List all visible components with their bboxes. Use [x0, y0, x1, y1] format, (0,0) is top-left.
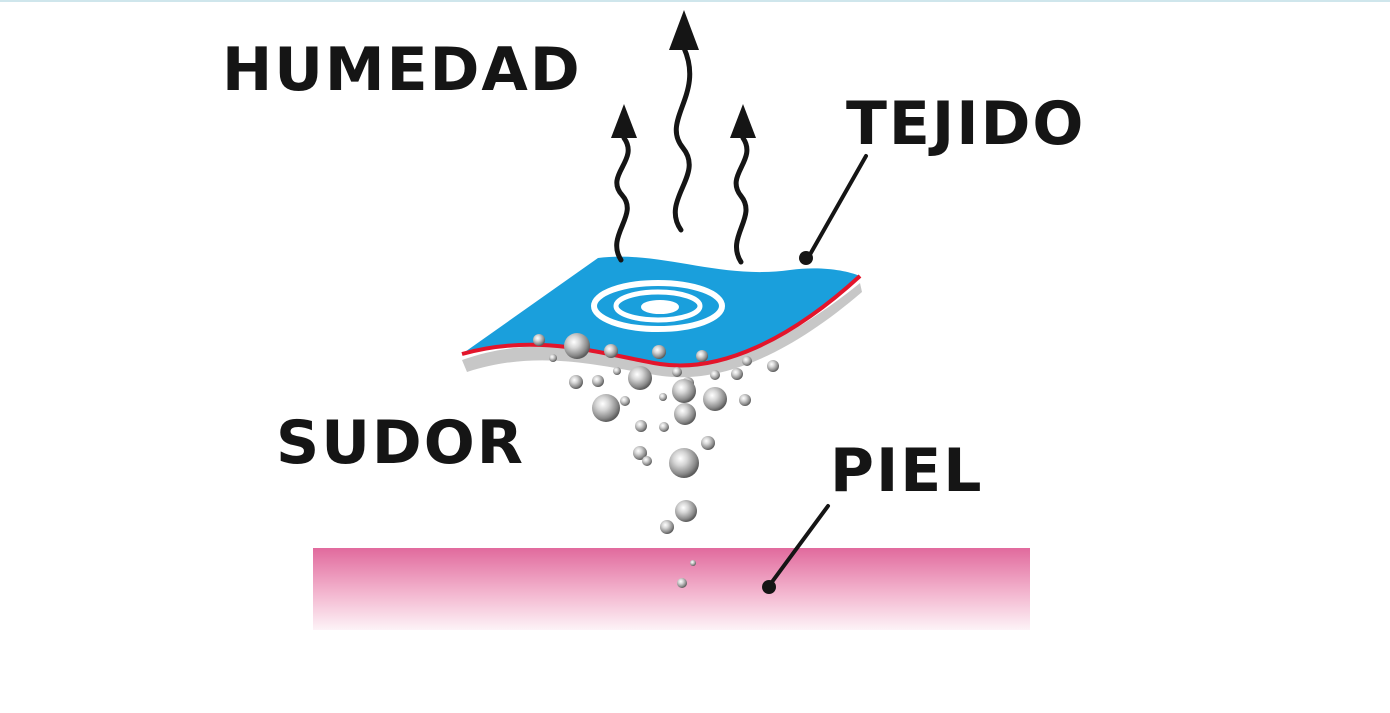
label-piel: PIEL — [830, 436, 984, 506]
droplet — [628, 366, 652, 390]
droplet — [564, 333, 590, 359]
droplet — [675, 500, 697, 522]
droplet — [701, 436, 715, 450]
droplet — [592, 394, 620, 422]
arrowheads — [611, 10, 756, 138]
droplet — [696, 350, 708, 362]
droplet — [672, 367, 682, 377]
droplet — [660, 520, 674, 534]
droplet — [710, 370, 720, 380]
vapor-arrow-left — [614, 135, 631, 263]
leader-dot-skin — [762, 580, 776, 594]
droplet — [642, 456, 652, 466]
leader-line-fabric — [806, 154, 868, 260]
droplet — [690, 560, 696, 566]
droplet — [672, 379, 696, 403]
droplet — [659, 422, 669, 432]
vapor-arrows — [614, 45, 750, 265]
droplet — [549, 354, 557, 362]
top-rule — [0, 0, 1390, 2]
droplet — [669, 448, 699, 478]
label-humedad: HUMEDAD — [222, 35, 582, 105]
label-sudor: SUDOR — [276, 408, 525, 478]
droplet — [652, 345, 666, 359]
leader-dot-fabric — [799, 251, 813, 265]
fabric-shadow — [462, 283, 862, 378]
leader-lines — [767, 154, 868, 588]
droplet — [592, 375, 604, 387]
fabric-edge — [461, 274, 862, 368]
droplet — [659, 393, 667, 401]
droplet — [739, 394, 751, 406]
leader-line-skin — [767, 504, 830, 588]
ripple-rings — [591, 280, 725, 332]
droplet — [604, 344, 618, 358]
skin-layer — [313, 548, 1030, 630]
vapor-arrow-right — [733, 135, 750, 265]
droplet — [742, 356, 752, 366]
droplet — [633, 446, 647, 460]
leader-dots — [762, 251, 813, 594]
droplet — [620, 396, 630, 406]
sweat-droplets — [533, 333, 779, 588]
arrowhead-right — [730, 104, 756, 138]
arrowhead-center — [669, 10, 699, 50]
vapor-arrow-center — [672, 45, 693, 233]
droplet — [533, 334, 545, 346]
arrowhead-left — [611, 104, 637, 138]
droplet — [569, 375, 583, 389]
label-tejido: TEJIDO — [846, 89, 1086, 159]
droplet — [613, 367, 621, 375]
droplet — [674, 403, 696, 425]
droplet — [731, 368, 743, 380]
droplet — [635, 420, 647, 432]
droplet — [677, 578, 687, 588]
droplet — [703, 387, 727, 411]
droplet — [767, 360, 779, 372]
